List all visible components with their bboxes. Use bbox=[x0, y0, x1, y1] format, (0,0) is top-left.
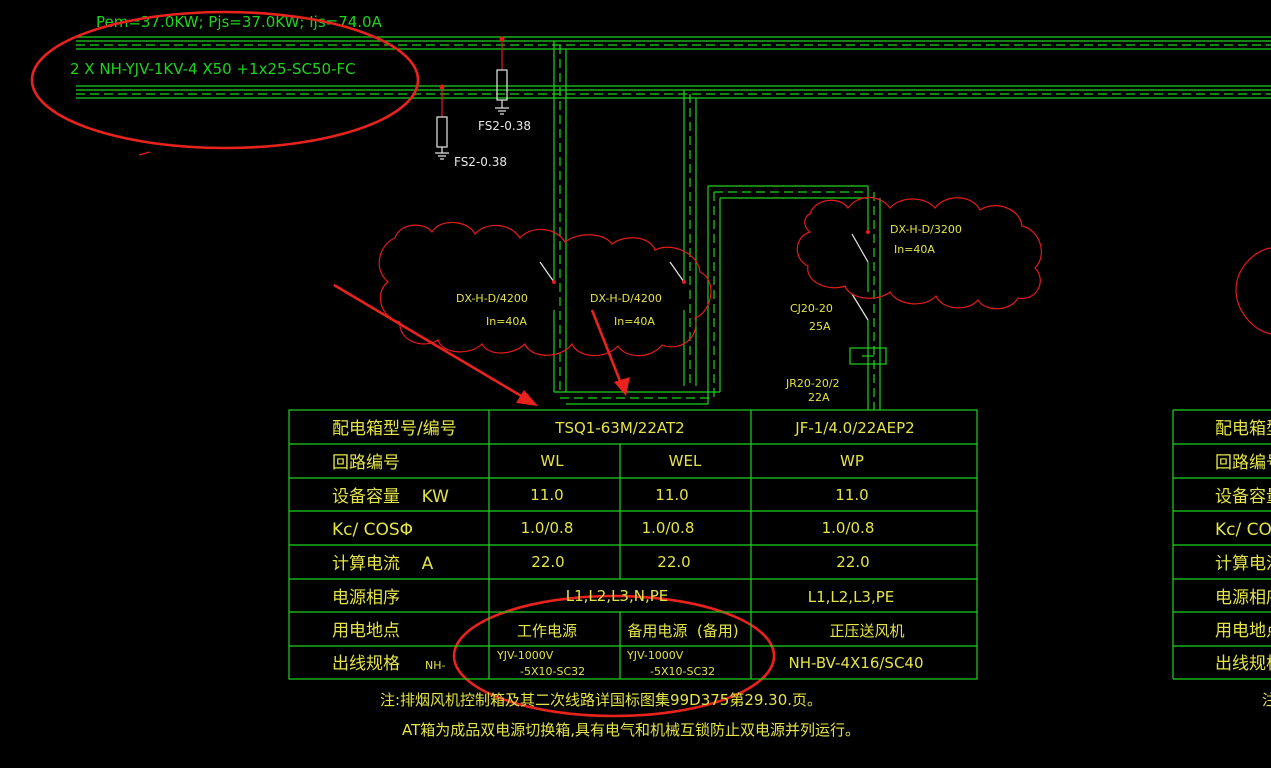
main-bus bbox=[76, 36, 1271, 99]
breaker-mid-rating: In=40A bbox=[614, 315, 655, 328]
spec-col-3: NH-BV-4X16/SC40 bbox=[788, 654, 923, 672]
relay-rating: 22A bbox=[808, 391, 830, 404]
right-table-grid bbox=[1172, 409, 1271, 680]
capacity-col-2: 11.0 bbox=[655, 486, 688, 504]
surge-arrester-1 bbox=[495, 36, 509, 115]
spec-prefix: NH- bbox=[425, 659, 446, 672]
right-row-label-5: 计算电流 bbox=[1215, 554, 1271, 574]
arrester-label-1: FS2-0.38 bbox=[478, 119, 531, 133]
contactor-symbol bbox=[851, 293, 869, 321]
box-main-model: TSQ1-63M/22AT2 bbox=[554, 419, 684, 437]
annotation-arrow-2 bbox=[590, 309, 630, 396]
location-col-1: 工作电源 bbox=[517, 622, 577, 640]
breaker-left-symbol bbox=[539, 261, 556, 284]
breaker-left-model: DX-H-D/4200 bbox=[456, 292, 528, 305]
note-line-1: 注:排烟风机控制箱及其二次线路详国标图集99D375第29.30.页。 bbox=[380, 691, 822, 709]
spec-col-1-line-1: YJV-1000V bbox=[496, 649, 554, 662]
right-row-label-3: 设备容量 bbox=[1215, 487, 1271, 507]
row-label-capacity: 设备容量 KW bbox=[332, 487, 449, 507]
distribution-table-grid bbox=[288, 409, 978, 680]
note-line-2: AT箱为成品双电源切换箱,具有电气和机械互锁防止双电源并列运行。 bbox=[402, 721, 860, 739]
circuit-col-2: WEL bbox=[669, 452, 702, 470]
current-col-3: 22.0 bbox=[836, 553, 869, 571]
location-col-2: 备用电源 (备用) bbox=[627, 622, 738, 640]
surge-arrester-2 bbox=[435, 84, 449, 160]
kc-col-2: 1.0/0.8 bbox=[642, 519, 695, 537]
cable-spec-text: 2 X NH-YJV-1KV-4 X50 +1x25-SC50-FC bbox=[70, 60, 356, 78]
revision-cloud-left bbox=[378, 221, 712, 357]
breaker-right-symbol bbox=[851, 230, 870, 263]
spec-col-1-line-2: -5X10-SC32 bbox=[520, 665, 585, 678]
row-label-circuit: 回路编号 bbox=[332, 453, 400, 473]
annotation-arrow-1 bbox=[333, 283, 538, 406]
phase-shared: L1,L2,L3,N,PE bbox=[566, 587, 669, 605]
revision-cloud-edge bbox=[1235, 247, 1271, 335]
right-row-label-1: 配电箱型号 bbox=[1215, 419, 1271, 439]
current-col-1: 22.0 bbox=[531, 553, 564, 571]
thermal-relay-symbol bbox=[849, 347, 887, 365]
box-fan-model: JF-1/4.0/22AEP2 bbox=[794, 419, 914, 437]
circuit-col-3: WP bbox=[840, 452, 864, 470]
capacity-col-1: 11.0 bbox=[530, 486, 563, 504]
annotation-ellipse-bottom bbox=[452, 594, 776, 718]
annotation-ellipse-top bbox=[30, 10, 420, 150]
right-row-label-7: 用电地点 bbox=[1215, 621, 1271, 641]
phase-fan: L1,L2,L3,PE bbox=[808, 588, 895, 606]
breaker-mid-model: DX-H-D/4200 bbox=[590, 292, 662, 305]
feeder-lines bbox=[553, 41, 881, 410]
current-col-2: 22.0 bbox=[657, 553, 690, 571]
breaker-right-model: DX-H-D/3200 bbox=[890, 223, 962, 236]
breaker-left-rating: In=40A bbox=[486, 315, 527, 328]
spec-col-2-line-2: -5X10-SC32 bbox=[650, 665, 715, 678]
location-col-3: 正压送风机 bbox=[829, 622, 904, 640]
row-label-spec: 出线规格 bbox=[332, 654, 400, 674]
power-calc-text: Pem=37.0KW; Pjs=37.0KW; Ijs=74.0A bbox=[96, 13, 383, 31]
kc-col-3: 1.0/0.8 bbox=[822, 519, 875, 537]
row-label-location: 用电地点 bbox=[332, 621, 400, 641]
capacity-col-3: 11.0 bbox=[835, 486, 868, 504]
right-row-label-6: 电源相序 bbox=[1215, 588, 1271, 608]
row-label-current: 计算电流 A bbox=[332, 554, 434, 574]
row-label-phase: 电源相序 bbox=[332, 588, 400, 608]
relay-model: JR20-20/2 bbox=[785, 377, 840, 390]
right-row-label-2: 回路编号 bbox=[1215, 453, 1271, 473]
arrester-label-2: FS2-0.38 bbox=[454, 155, 507, 169]
circuit-col-1: WL bbox=[540, 452, 564, 470]
contactor-rating: 25A bbox=[809, 320, 831, 333]
right-row-label-8: 出线规格 bbox=[1215, 654, 1271, 674]
contactor-model: CJ20-20 bbox=[790, 302, 833, 315]
breaker-mid-symbol bbox=[669, 261, 686, 284]
revision-cloud-right bbox=[796, 196, 1042, 310]
kc-col-1: 1.0/0.8 bbox=[521, 519, 574, 537]
row-label-kc: Kc/ COSΦ bbox=[332, 520, 413, 540]
row-label-box-model: 配电箱型号/编号 bbox=[332, 419, 457, 439]
spec-col-2-line-1: YJV-1000V bbox=[626, 649, 684, 662]
breaker-right-rating: In=40A bbox=[894, 243, 935, 256]
right-row-label-4: Kc/ COS bbox=[1215, 520, 1271, 540]
right-note-fragment: 注 bbox=[1262, 691, 1271, 709]
